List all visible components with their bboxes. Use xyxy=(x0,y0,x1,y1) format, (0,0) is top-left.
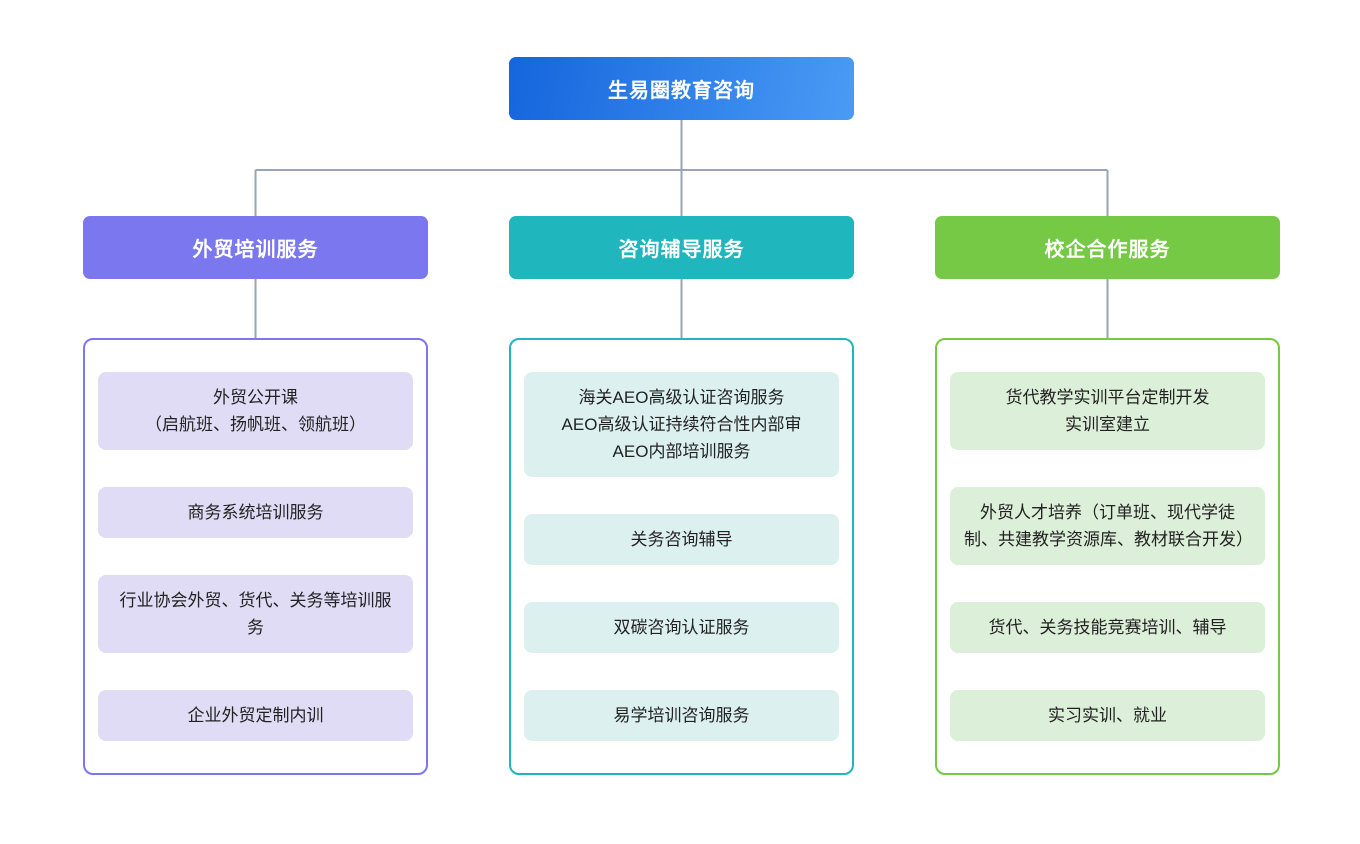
root-node-label: 生易圈教育咨询 xyxy=(608,80,755,102)
root-node[interactable]: 生易圈教育咨询 xyxy=(509,57,854,120)
branch-item[interactable]: 实习实训、就业 xyxy=(950,689,1265,741)
branch-item[interactable]: 货代、关务技能竞赛培训、辅导 xyxy=(950,601,1265,653)
branch-item[interactable]: 企业外贸定制内训 xyxy=(98,689,413,741)
branch-item-container-school-enterprise: 货代教学实训平台定制开发 实训室建立 外贸人才培养（订单班、现代学徒制、共建教学… xyxy=(935,338,1280,775)
branch-item-container-consulting: 海关AEO高级认证咨询服务 AEO高级认证持续符合性内部审 AEO内部培训服务 … xyxy=(509,338,854,775)
branch-header-label: 咨询辅导服务 xyxy=(618,239,745,261)
branch-header-label: 外贸培训服务 xyxy=(192,239,319,261)
branch-consulting: 咨询辅导服务 海关AEO高级认证咨询服务 AEO高级认证持续符合性内部审 AEO… xyxy=(509,216,854,775)
branch-header-label: 校企合作服务 xyxy=(1044,239,1171,261)
branch-item[interactable]: 外贸人才培养（订单班、现代学徒制、共建教学资源库、教材联合开发） xyxy=(950,487,1265,566)
branch-header-training[interactable]: 外贸培训服务 xyxy=(83,216,428,279)
branch-item[interactable]: 海关AEO高级认证咨询服务 AEO高级认证持续符合性内部审 AEO内部培训服务 xyxy=(524,372,839,478)
branch-item[interactable]: 关务咨询辅导 xyxy=(524,514,839,566)
branch-item[interactable]: 易学培训咨询服务 xyxy=(524,689,839,741)
branch-item[interactable]: 外贸公开课 （启航班、扬帆班、领航班） xyxy=(98,372,413,451)
branch-item[interactable]: 货代教学实训平台定制开发 实训室建立 xyxy=(950,372,1265,451)
branch-header-consulting[interactable]: 咨询辅导服务 xyxy=(509,216,854,279)
branch-training: 外贸培训服务 外贸公开课 （启航班、扬帆班、领航班） 商务系统培训服务 行业协会… xyxy=(83,216,428,775)
branch-header-school-enterprise[interactable]: 校企合作服务 xyxy=(935,216,1280,279)
branch-school-enterprise: 校企合作服务 货代教学实训平台定制开发 实训室建立 外贸人才培养（订单班、现代学… xyxy=(935,216,1280,775)
branch-item[interactable]: 商务系统培训服务 xyxy=(98,487,413,539)
branch-item-container-training: 外贸公开课 （启航班、扬帆班、领航班） 商务系统培训服务 行业协会外贸、货代、关… xyxy=(83,338,428,775)
branch-item[interactable]: 行业协会外贸、货代、关务等培训服务 xyxy=(98,574,413,653)
branch-item[interactable]: 双碳咨询认证服务 xyxy=(524,601,839,653)
